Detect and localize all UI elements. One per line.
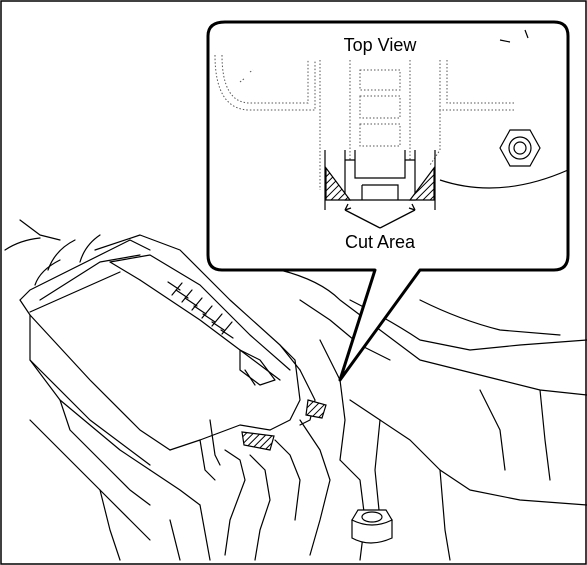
cut-area-label: Cut Area <box>345 232 416 252</box>
cut-area-pointers <box>344 203 416 229</box>
cut-area-top-left <box>325 166 352 201</box>
callout-bubble <box>206 20 570 382</box>
cut-area-top-right <box>408 166 435 201</box>
top-view-label: Top View <box>344 35 418 55</box>
bolt-lower <box>351 509 393 544</box>
cut-area-right <box>305 399 327 419</box>
bolt-top-view <box>499 129 541 167</box>
part-body <box>4 219 587 561</box>
top-view-detail <box>214 29 568 252</box>
cut-area-left <box>241 431 275 451</box>
